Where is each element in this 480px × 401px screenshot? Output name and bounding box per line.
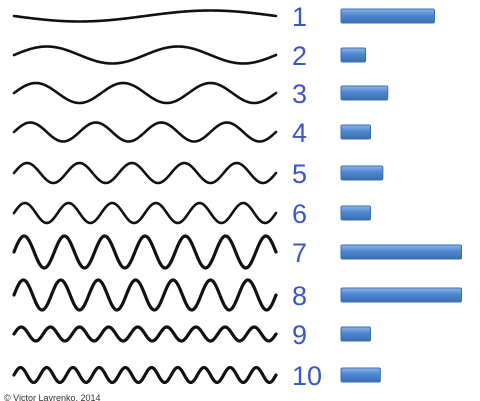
wave-2 xyxy=(12,45,278,65)
mode-weight-bars xyxy=(340,8,463,383)
weight-bar-9 xyxy=(340,326,372,342)
weight-bar-7 xyxy=(340,244,463,260)
mode-label-1: 1 xyxy=(292,2,307,32)
mode-label-8: 8 xyxy=(292,281,307,311)
waves xyxy=(12,9,278,385)
wave-4 xyxy=(12,121,278,143)
wave-5 xyxy=(12,161,278,185)
weight-bar-8 xyxy=(340,287,463,303)
mode-label-4: 4 xyxy=(292,118,307,148)
wave-3 xyxy=(12,81,278,105)
wave-9 xyxy=(12,325,278,343)
mode-label-6: 6 xyxy=(292,199,307,229)
mode-label-3: 3 xyxy=(292,79,307,109)
wave-7 xyxy=(12,234,278,270)
credit-text: © Victor Lavrenko, 2014 xyxy=(4,393,101,401)
mode-label-10: 10 xyxy=(292,361,322,391)
wave-6 xyxy=(12,201,278,225)
mode-label-2: 2 xyxy=(292,41,307,71)
mode-label-5: 5 xyxy=(292,159,307,189)
wave-8 xyxy=(12,278,278,312)
weight-bar-10 xyxy=(340,367,381,383)
mode-label-9: 9 xyxy=(292,320,307,350)
mode-labels: 1 2 3 4 5 6 7 8 9 10 xyxy=(292,2,322,391)
weight-bar-6 xyxy=(340,205,372,221)
wave-1 xyxy=(12,9,278,23)
weight-bar-5 xyxy=(340,165,384,181)
mode-label-7: 7 xyxy=(292,238,307,268)
weight-bar-3 xyxy=(340,85,389,101)
weight-bar-4 xyxy=(340,124,372,140)
weight-bar-2 xyxy=(340,47,367,63)
weight-bar-1 xyxy=(340,8,435,24)
wave-10 xyxy=(12,365,278,385)
